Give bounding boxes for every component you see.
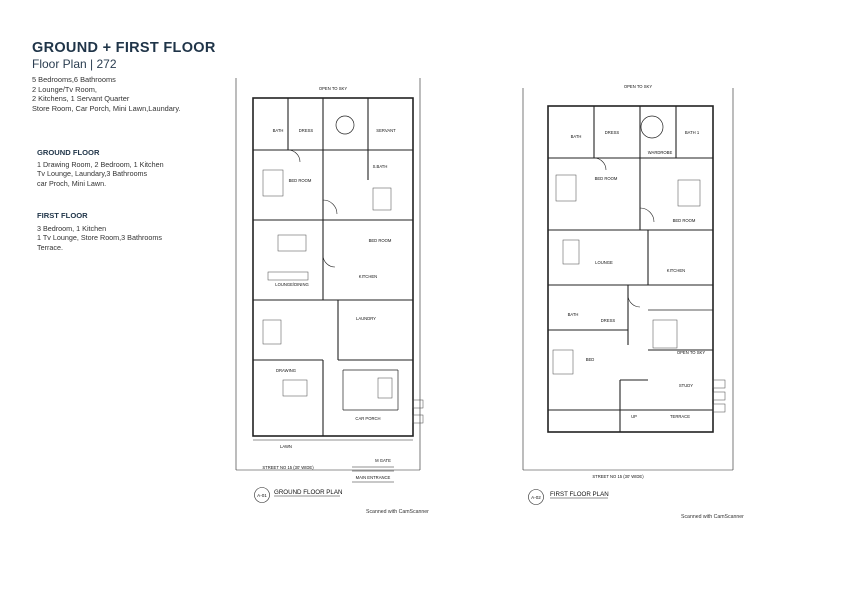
first-bed-room-2-label: BED ROOM: [673, 218, 696, 223]
summary-list: 5 Bedrooms,6 Bathrooms 2 Lounge/Tv Room,…: [32, 75, 181, 113]
ground-open-to-sky-label: OPEN TO SKY: [319, 86, 347, 91]
ground-bed-room-label: BED ROOM: [289, 178, 312, 183]
summary-line: 5 Bedrooms,6 Bathrooms: [32, 75, 116, 84]
first-plan-caption: A-02 FIRST FLOOR PLAN: [528, 489, 609, 505]
ground-lawn-label: LAWN: [280, 444, 292, 449]
first-bath-1-label: BATH 1: [685, 130, 700, 135]
ground-street-label: STREET NO 15 (30' WIDE): [262, 465, 314, 470]
summary-line: 2 Lounge/Tv Room,: [32, 84, 97, 94]
first-floor-heading: FIRST FLOOR: [37, 211, 88, 220]
first-open-to-sky-inner-label: OPEN TO SKY: [677, 350, 705, 355]
ground-servant-label: SERVANT: [376, 128, 396, 133]
first-scan-note: Scanned with CamScanner: [681, 514, 744, 520]
ground-plan-caption: A-01 GROUND FLOOR PLAN: [254, 487, 342, 503]
ground-floor-line: car Proch, Mini Lawn.: [37, 178, 107, 188]
first-open-to-sky-label: OPEN TO SKY: [624, 84, 652, 89]
ground-floor-line: Tv Lounge, Laundary,3 Bathrooms: [37, 169, 148, 179]
summary-line: Store Room, Car Porch, Mini Lawn,Laundar…: [32, 103, 181, 113]
first-lounge-label: LOUNGE: [595, 260, 613, 265]
ground-main-entrance-label: MAIN ENTRANCE: [356, 475, 391, 480]
first-terrace-label: TERRACE: [670, 414, 690, 419]
first-floor-line: Terrace.: [37, 242, 63, 252]
ground-bath-label: BATH: [273, 128, 284, 133]
first-dress-label: DRESS: [605, 130, 620, 135]
ground-laundry-label: LAUNDRY: [356, 316, 376, 321]
first-kitchen-label: KITCHEN: [667, 268, 685, 273]
ground-s-bath-label: S.BATH: [373, 164, 388, 169]
ground-floor-line: 1 Drawing Room, 2 Bedroom, 1 Kitchen: [37, 160, 164, 169]
first-bed-label: BED: [586, 357, 595, 362]
ground-kitchen-label: KITCHEN: [359, 274, 377, 279]
first-floor-line: 3 Bedroom, 1 Kitchen: [37, 224, 107, 233]
first-up-label: UP: [631, 414, 637, 419]
first-floor-description: 3 Bedroom, 1 Kitchen 1 Tv Lounge, Store …: [37, 224, 162, 252]
ground-main-gate-label: M GATE: [375, 458, 391, 463]
ground-drawing-label: DRAWING: [276, 368, 296, 373]
ground-floor-plan-drawing: OPEN TO SKY BATH DRESS SERVANT S.BATH BE…: [235, 78, 424, 503]
first-bath-label: BATH: [571, 134, 582, 139]
first-bath-2-label: BATH: [568, 312, 579, 317]
ground-bed-room-2-label: BED ROOM: [369, 238, 392, 243]
ground-dress-label: DRESS: [299, 128, 314, 133]
first-wardrobe-label: WARDROBE: [648, 150, 673, 155]
ground-floor-description: 1 Drawing Room, 2 Bedroom, 1 Kitchen Tv …: [37, 160, 164, 188]
ground-plan-caption-text: GROUND FLOOR PLAN: [274, 489, 342, 496]
ground-car-porch-label: CAR PORCH: [355, 416, 380, 421]
page-title: GROUND + FIRST FLOOR: [32, 40, 216, 56]
first-street-label: STREET NO 15 (30' WIDE): [592, 474, 644, 479]
first-floor-plan-drawing: OPEN TO SKY BATH DRESS BATH 1 WARDROBE B…: [522, 84, 734, 505]
first-plan-badge: A-02: [531, 495, 541, 500]
first-dress-2-label: DRESS: [601, 318, 616, 323]
ground-scan-note: Scanned with CamScanner: [366, 509, 429, 515]
first-floor-line: 1 Tv Lounge, Store Room,3 Bathrooms: [37, 233, 162, 243]
summary-line: 2 Kitchens, 1 Servant Quarter: [32, 94, 130, 104]
first-bed-room-label: BED ROOM: [595, 176, 618, 181]
ground-floor-heading: GROUND FLOOR: [37, 148, 100, 157]
page-subtitle: Floor Plan | 272: [32, 57, 117, 71]
ground-plan-badge: A-01: [257, 493, 267, 498]
first-plan-caption-text: FIRST FLOOR PLAN: [550, 491, 609, 498]
first-study-label: STUDY: [679, 383, 693, 388]
ground-lounge-label: LOUNGE/DINING: [275, 282, 309, 287]
